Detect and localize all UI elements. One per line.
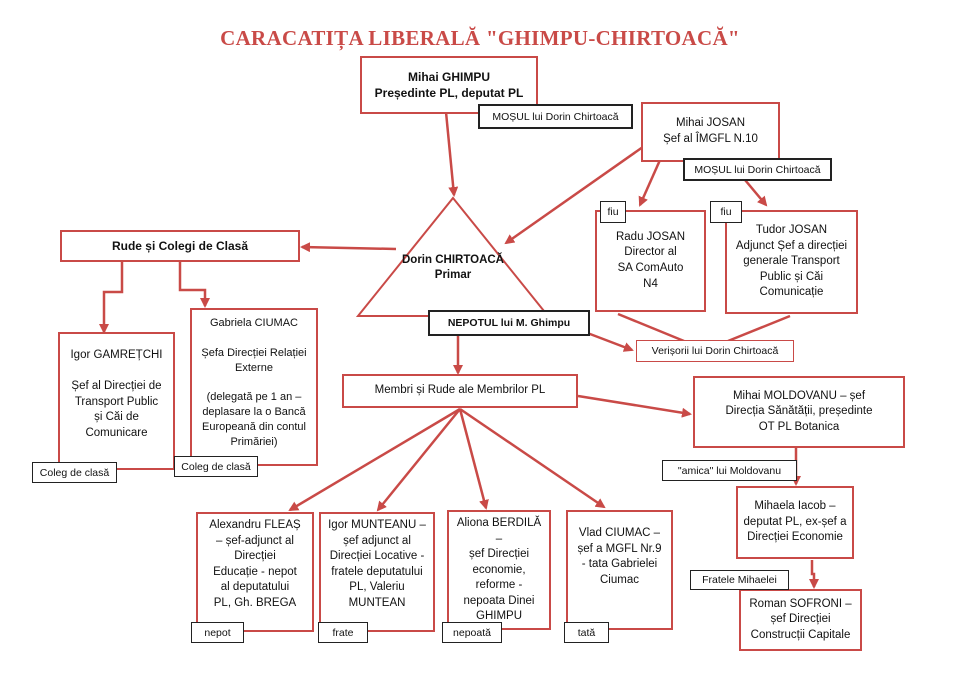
edge-tudor-verisorii [727,314,791,343]
edge-radu-verisorii [617,312,685,343]
edge-membri-moldovanu [577,394,692,418]
edge-josan-chirtoaca [504,140,651,245]
edge-membri-berdila [458,408,489,510]
edge-membri-fleas [288,407,461,512]
tag-amica-moldovanu: "amica" lui Moldovanu [662,460,797,481]
node-aliona-berdila: Aliona BERDILĂ – șef Direcției economie,… [447,510,551,630]
tag-tata: tată [564,622,609,643]
edge-membri-vlad [459,407,606,509]
edge-iacob-sofroni [809,560,819,589]
node-membri-rude-pl: Membri și Rude ale Membrilor PL [342,374,578,408]
node-mihai-moldovanu: Mihai MOLDOVANU – șef Direcția Sănătății… [693,376,905,448]
tag-nepotul-ghimpu: NEPOTUL lui M. Ghimpu [428,310,590,336]
node-mihai-ghimpu: Mihai GHIMPU Președinte PL, deputat PL [360,56,538,114]
tag-fiu-radu: fiu [600,201,626,223]
edge-ghimpu-chirtoaca [444,111,459,197]
tag-coleg-clasa-2: Coleg de clasă [174,456,258,477]
edge-josan-radu [638,159,662,207]
node-igor-gamretchi: Igor GAMREȚCHI Șef al Direcției de Trans… [58,332,175,470]
tag-frate: frate [318,622,368,643]
node-rude-colegi: Rude și Colegi de Clasă [60,230,300,262]
node-roman-sofroni: Roman SOFRONI – șef Direcției Construcți… [739,589,862,651]
tag-verisorii: Verișorii lui Dorin Chirtoacă [636,340,794,362]
tag-coleg-clasa-1: Coleg de clasă [32,462,117,483]
tag-mosul-ghimpu: MOȘUL lui Dorin Chirtoacă [478,104,633,129]
node-radu-josan: Radu JOSAN Director al SA ComAuto N4 [595,210,706,312]
node-alexandru-fleas: Alexandru FLEAȘ – șef-adjunct al Direcți… [196,512,314,632]
diagram-title: CARACATIȚA LIBERALĂ "GHIMPU-CHIRTOACĂ" [220,26,740,50]
tag-nepoata: nepoată [442,622,502,643]
tag-fiu-tudor: fiu [710,201,742,223]
node-dorin-chirtoaca: Dorin CHIRTOACĂ Primar [401,254,504,281]
tag-mosul-josan: MOȘUL lui Dorin Chirtoacă [683,158,832,181]
node-mihai-josan: Mihai JOSAN Șef al ÎMGFL N.10 [641,102,780,162]
node-igor-munteanu: Igor MUNTEANU – șef adjunct al Direcției… [319,512,435,632]
node-gabriela-ciumac: Gabriela CIUMAC Șefa Direcției Relației … [190,308,318,466]
node-tudor-josan: Tudor JOSAN Adjunct Șef a direcției gene… [725,210,858,314]
tag-nepot: nepot [191,622,244,643]
edge-chirtoaca-rude [300,242,397,253]
edge-membri-munteanu [376,408,461,512]
edge-rude-gamretchi [99,261,124,334]
node-mihaela-iacob: Mihaela Iacob – deputat PL, ex-șef a Dir… [736,486,854,559]
edge-rude-gabriela [178,261,210,308]
node-vlad-ciumac: Vlad CIUMAC – șef a MGFL Nr.9 - tata Gab… [566,510,673,630]
tag-fratele-mihaelei: Fratele Mihaelei [690,570,789,590]
